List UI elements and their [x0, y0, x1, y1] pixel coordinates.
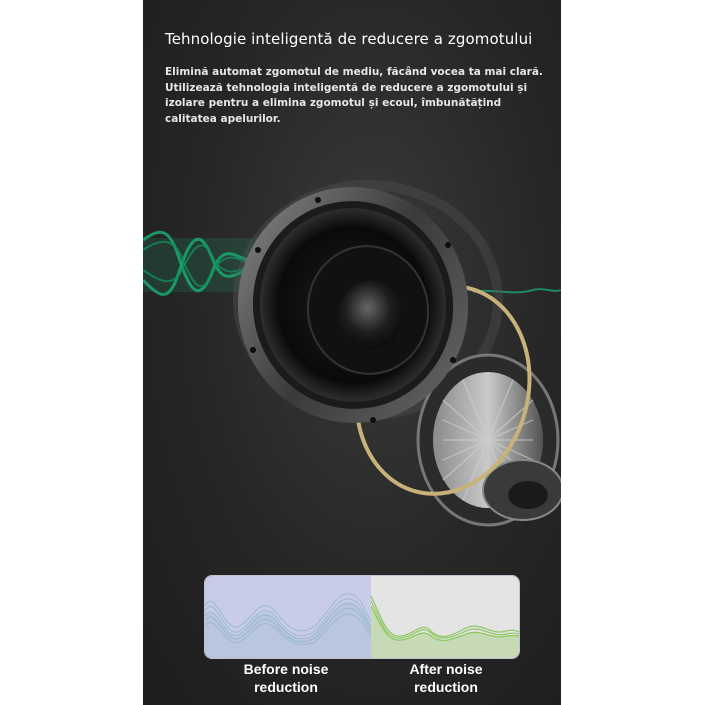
before-label: Before noise reduction — [211, 660, 361, 696]
speaker-illustration — [143, 180, 561, 527]
before-label-line: Before noise — [243, 661, 329, 677]
clean-wave-icon — [370, 595, 519, 658]
speaker-icon — [237, 187, 469, 423]
description: Elimină automat zgomotul de mediu, făcân… — [165, 65, 555, 127]
description-line: Utilizează tehnologia inteligentă de red… — [165, 81, 528, 94]
description-line: izolare pentru a elimina zgomotul și eco… — [165, 97, 502, 109]
noisy-wave-icon — [205, 593, 372, 658]
after-label-line: After noise — [409, 661, 483, 677]
description-line: calitatea apelurilor. — [165, 112, 281, 125]
before-label-line: reduction — [254, 679, 318, 695]
speaker-coil — [416, 353, 561, 527]
after-label-line: reduction — [414, 679, 478, 695]
after-label: After noise reduction — [371, 660, 521, 696]
noise-comparison-chart — [204, 575, 520, 659]
description-line: Elimină automat zgomotul de mediu, făcân… — [165, 66, 543, 78]
after-noise-panel — [370, 576, 519, 658]
product-panel: Tehnologie inteligentă de reducere a zgo… — [143, 0, 561, 705]
before-noise-panel — [205, 576, 372, 658]
page-title: Tehnologie inteligentă de reducere a zgo… — [165, 30, 533, 48]
